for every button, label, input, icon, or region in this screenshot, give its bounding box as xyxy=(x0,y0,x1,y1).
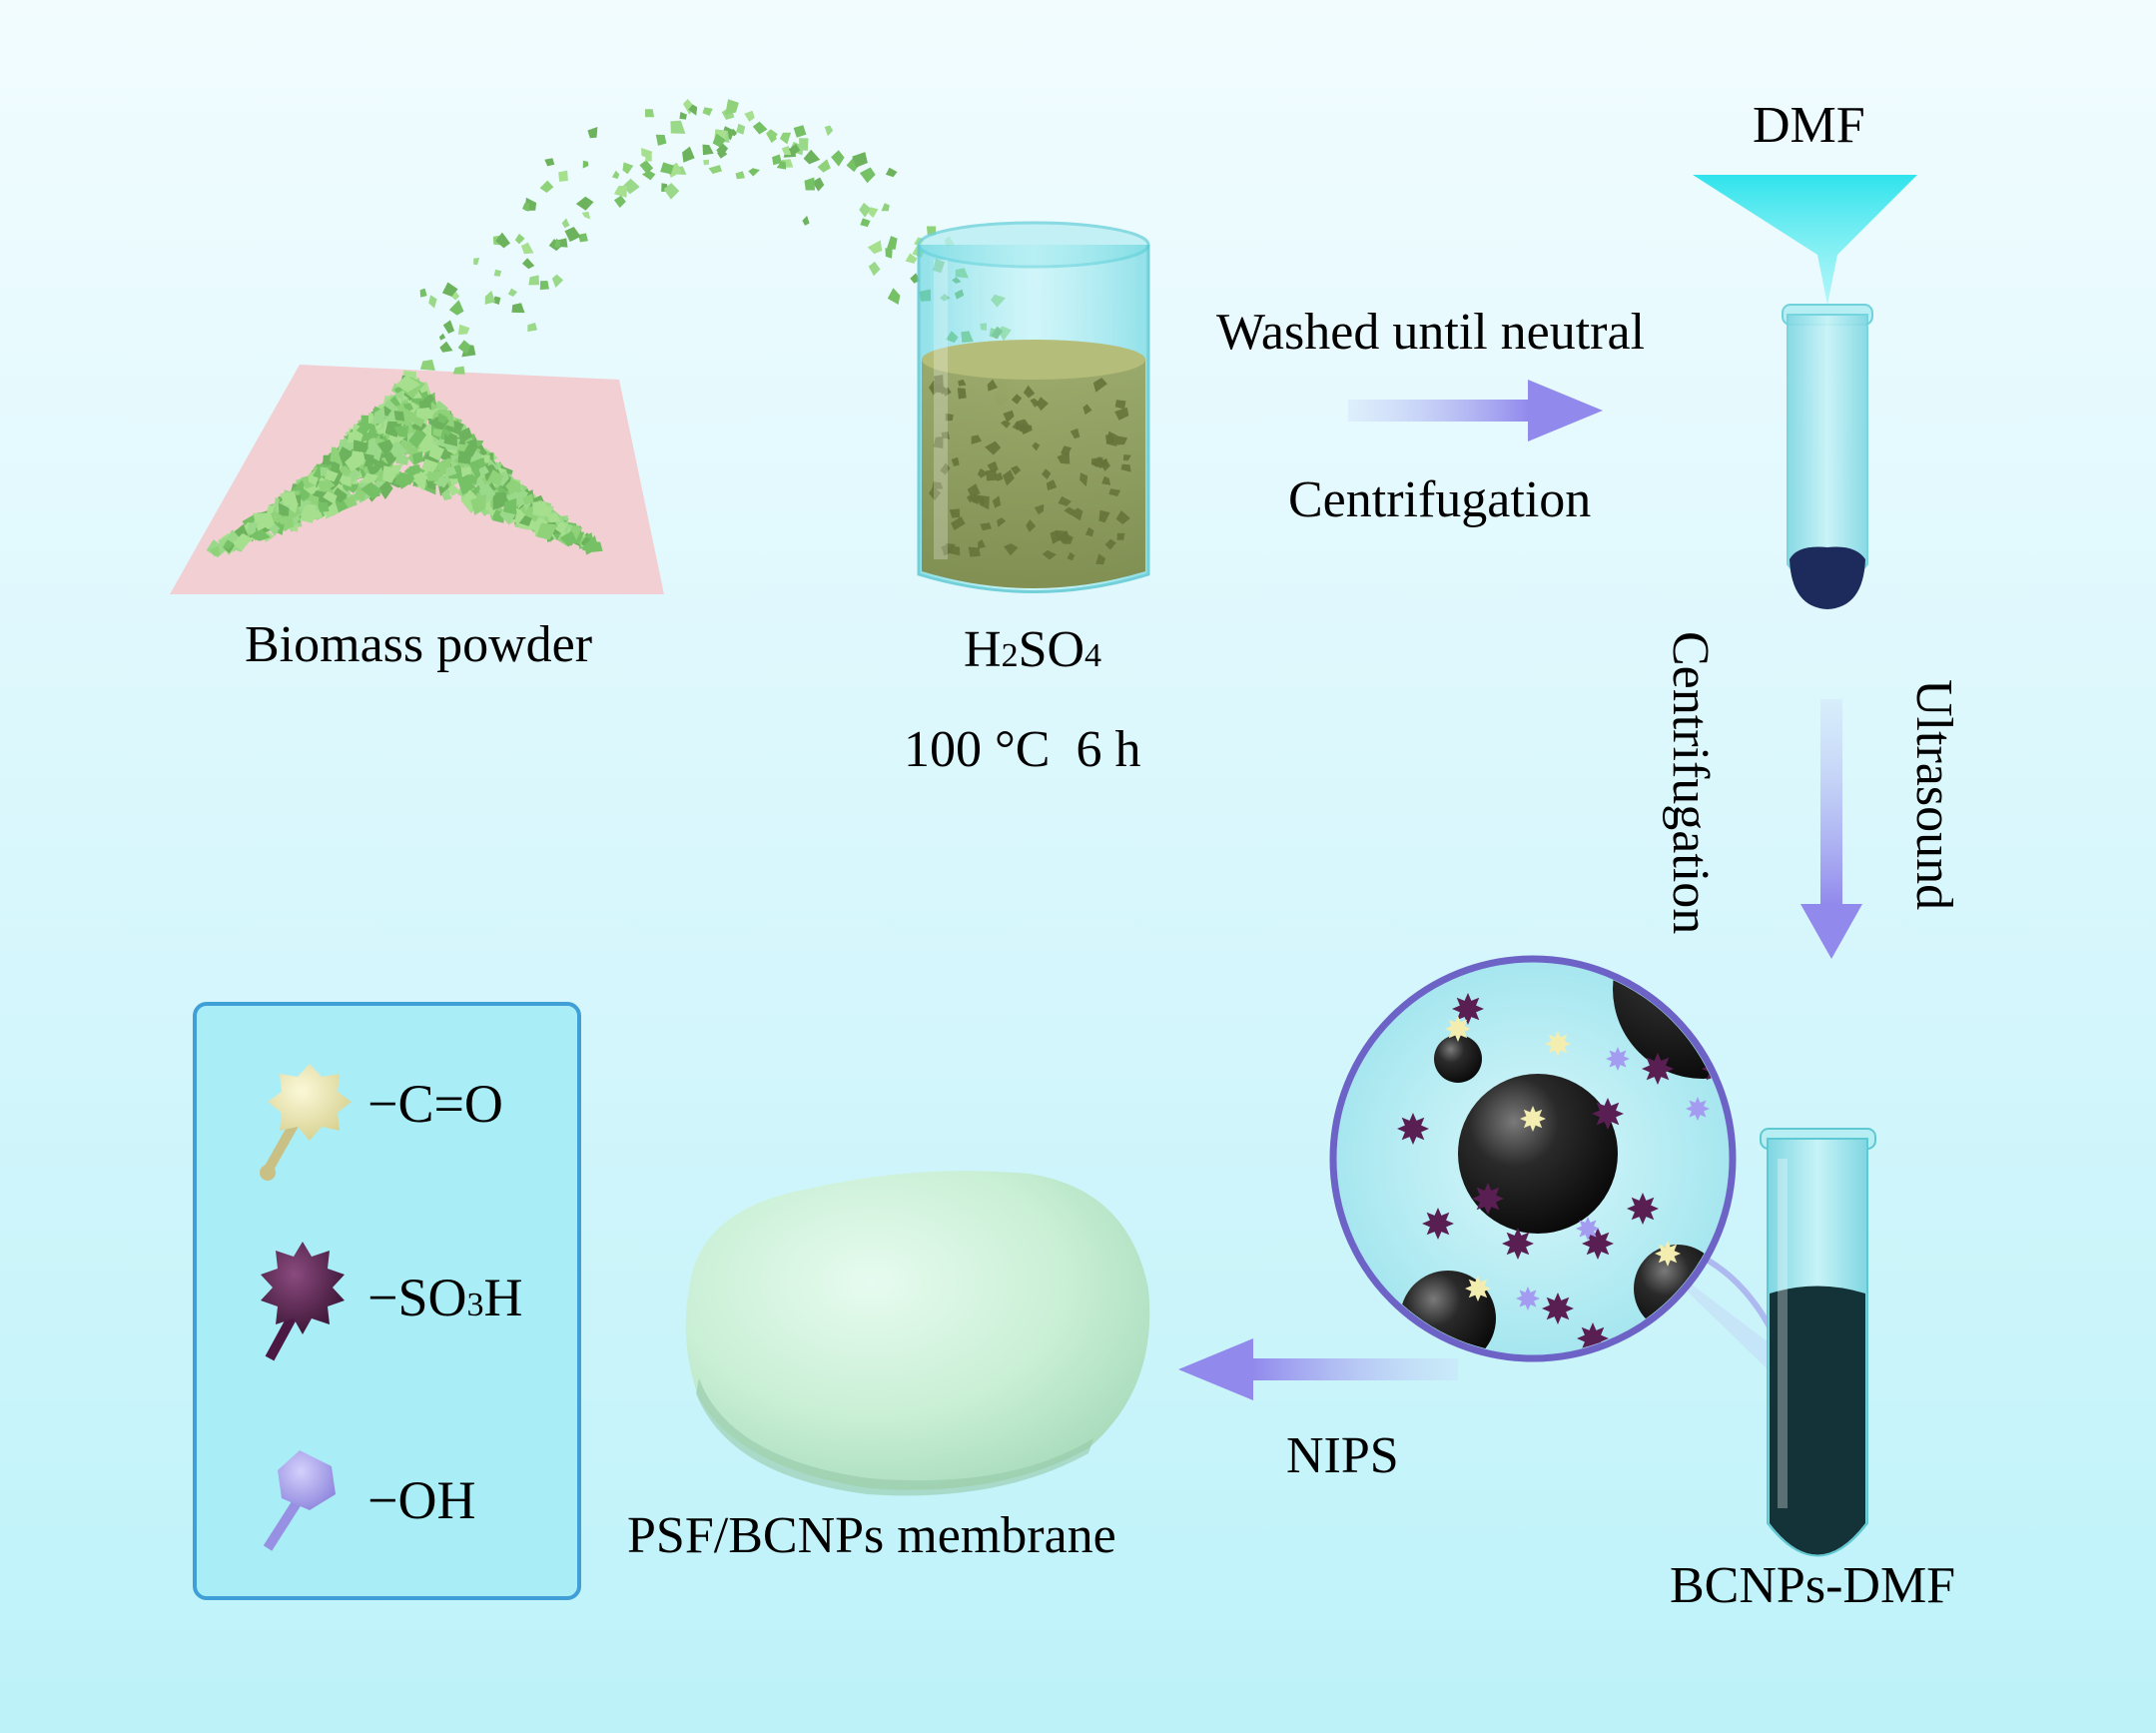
legend-so3h-so: −SO xyxy=(367,1268,467,1327)
beaker-illustration xyxy=(917,221,1150,593)
oh-group-icon xyxy=(263,1450,336,1551)
acid-formula-h: H xyxy=(964,621,1002,678)
membrane-illustration xyxy=(685,1171,1150,1496)
biomass-label: Biomass powder xyxy=(245,616,593,673)
ultrasound-label: Ultrasound xyxy=(1905,679,1962,911)
nips-label: NIPS xyxy=(1286,1427,1399,1484)
legend-box xyxy=(193,1002,581,1600)
bcnps-dmf-label: BCNPs-DMF xyxy=(1670,1557,1956,1614)
biomass-powder-illustration xyxy=(170,99,1051,594)
washed-label: Washed until neutral xyxy=(1216,304,1646,361)
acid-formula-so: SO xyxy=(1018,621,1085,678)
dmf-label: DMF xyxy=(1753,97,1865,154)
legend-oh-text: −OH xyxy=(367,1470,476,1530)
conditions-label: 100 °C 6 h xyxy=(904,721,1141,778)
legend-so3h-text: −SO3H xyxy=(367,1271,522,1324)
arrow-ultrasound xyxy=(1800,699,1862,959)
arrow-nips xyxy=(1178,1338,1458,1400)
arrow-wash xyxy=(1348,380,1603,441)
co-group-icon xyxy=(260,1064,352,1181)
legend-so3h-sub: 3 xyxy=(466,1287,484,1323)
legend-co-text: −C=O xyxy=(367,1074,503,1134)
membrane-label: PSF/BCNPs membrane xyxy=(627,1507,1116,1564)
acid-formula-sub2: 2 xyxy=(1001,637,1019,674)
dmf-test-tube-illustration xyxy=(1693,175,1917,609)
acid-formula-label: H2SO4 xyxy=(964,624,1101,676)
bcnps-dmf-test-tube-illustration xyxy=(1760,1128,1876,1557)
legend-so3h-h: H xyxy=(483,1268,523,1327)
acid-formula-sub4: 4 xyxy=(1084,637,1102,674)
so3h-group-icon xyxy=(261,1242,345,1361)
centrifugation-label-1: Centrifugation xyxy=(1288,471,1592,528)
centrifugation-label-2: Centrifugation xyxy=(1662,631,1719,935)
